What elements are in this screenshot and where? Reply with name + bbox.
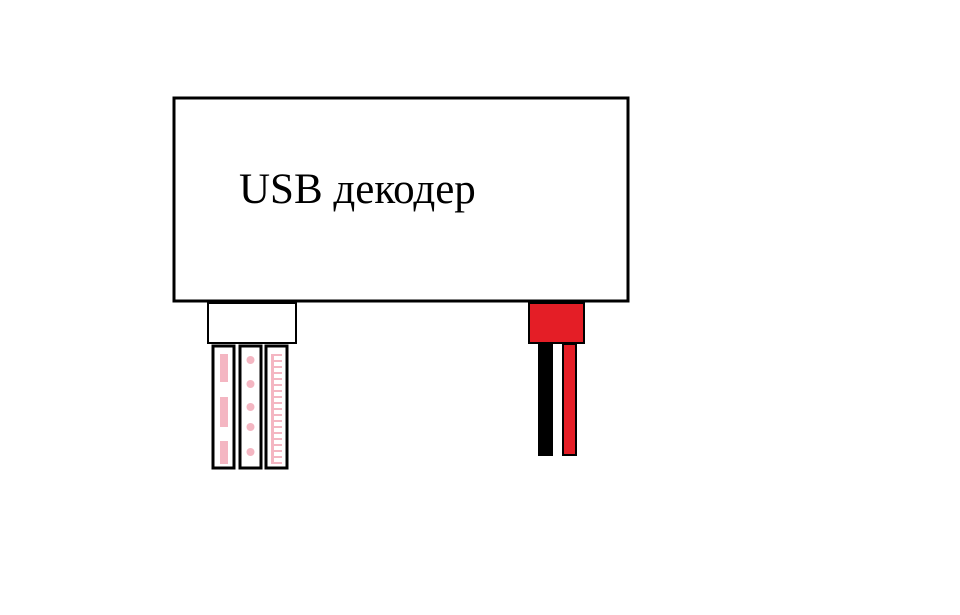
ribbon-strip-3-tooth <box>274 354 282 356</box>
right-connector-housing <box>528 302 585 344</box>
ribbon-strip-3 <box>264 344 289 470</box>
ribbon-strip-3-teeth <box>271 354 282 464</box>
ribbon-strip-3-tooth <box>274 372 282 374</box>
ribbon-strip-3-tooth <box>274 438 282 440</box>
ribbon-strip-3-tooth <box>274 396 282 398</box>
ribbon-strip-3-tooth <box>274 378 282 380</box>
ribbon-strip-3-tooth <box>274 426 282 428</box>
ribbon-strip-3-tooth <box>274 402 282 404</box>
ribbon-strip-2 <box>238 344 263 470</box>
ribbon-strip-3-tooth <box>274 450 282 452</box>
ribbon-strip-3-tooth <box>274 462 282 464</box>
right-connector <box>528 302 585 456</box>
ribbon-strip-3-tooth <box>274 384 282 386</box>
red-wire <box>562 343 577 456</box>
ribbon-strip-3-tooth <box>274 456 282 458</box>
left-connector <box>207 302 297 470</box>
ribbon-strip-2-dot-2 <box>246 380 255 388</box>
ribbon-strip-1-stripe-top <box>220 354 228 382</box>
ribbon-strip-2-dot-5 <box>246 448 255 456</box>
ribbon-strip-2-dot-1 <box>246 356 255 364</box>
ribbon-strip-3-spine <box>271 354 274 464</box>
decoder-box <box>172 96 630 303</box>
ribbon-strip-3-tooth <box>274 366 282 368</box>
black-wire <box>538 344 553 456</box>
ribbon-strip-3-frame <box>264 344 289 470</box>
ribbon-strip-3-tooth <box>274 420 282 422</box>
ribbon-strip-3-tooth <box>274 432 282 434</box>
ribbon-strip-3-tooth <box>274 414 282 416</box>
ribbon-strip-2-dot-4 <box>246 423 255 431</box>
ribbon-strip-3-tooth <box>274 444 282 446</box>
ribbon-strip-3-tooth <box>274 408 282 410</box>
ribbon-strip-3-tooth <box>274 360 282 362</box>
ribbon-strip-2-dot-3 <box>246 403 255 411</box>
left-connector-housing <box>207 302 297 344</box>
ribbon-strip-1 <box>211 344 236 470</box>
decoder-label: USB декодер <box>239 166 476 213</box>
ribbon-strip-1-stripe-bottom <box>220 441 228 464</box>
ribbon-strip-3-tooth <box>274 390 282 392</box>
ribbon-strip-1-stripe-middle <box>220 397 228 427</box>
